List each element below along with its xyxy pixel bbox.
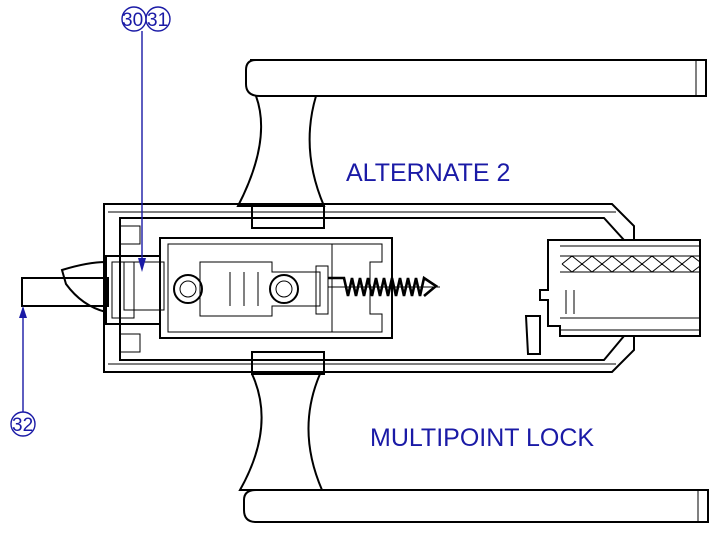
glazing-panel [524, 239, 701, 355]
lower-lever-handle [238, 351, 709, 523]
fixing-screw [328, 275, 440, 297]
spindle-and-rose [21, 260, 109, 314]
callout-32: 32 [10, 306, 36, 437]
callout-31-label: 31 [147, 10, 168, 31]
alternate-label: ALTERNATE 2 [346, 159, 510, 187]
callout-32-label: 32 [12, 415, 33, 436]
callout-30-label: 30 [122, 10, 143, 31]
callout-30-31: 30 31 [121, 6, 171, 272]
multipoint-lock-label: MULTIPOINT LOCK [370, 424, 594, 452]
lock-case [105, 237, 393, 339]
upper-lever-handle [236, 59, 707, 229]
door-stile-profile [103, 203, 635, 373]
